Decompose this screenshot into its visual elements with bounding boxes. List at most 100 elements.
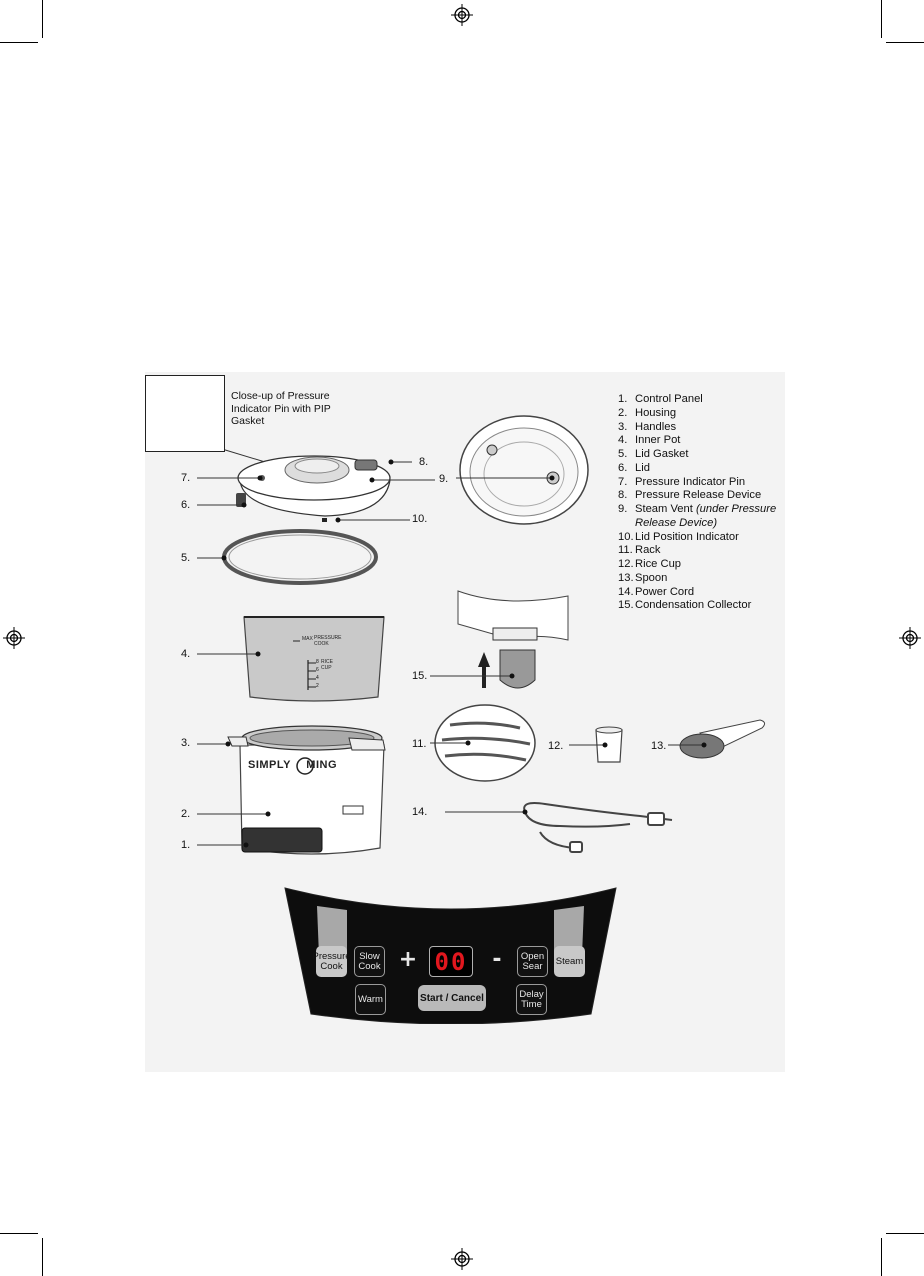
callout-1: 1.: [181, 839, 191, 851]
housing-icon: [227, 725, 386, 855]
pot-rice-cup-mark: RICE CUP: [321, 659, 333, 671]
callout-7: 7.: [181, 472, 191, 484]
callout-15: 15.: [412, 670, 428, 682]
legend-text: Lid Gasket: [635, 448, 689, 460]
lid-gasket-icon: [222, 529, 378, 585]
legend-item: 14.Power Cord: [618, 586, 788, 600]
callout-6: 6.: [181, 499, 191, 511]
callout-8: 8.: [419, 456, 429, 468]
legend-text: Inner Pot: [635, 434, 681, 447]
callout-2: 2.: [181, 808, 191, 820]
callout-11: 11.: [412, 738, 427, 750]
start-cancel-button[interactable]: Start / Cancel: [418, 985, 486, 1011]
lid-icon: [236, 455, 391, 522]
callout-14: 14.: [412, 806, 428, 818]
callout-12: 12.: [548, 740, 564, 752]
rack-icon: [434, 704, 536, 782]
crop-mark: [42, 0, 43, 38]
legend-num: 5.: [618, 448, 628, 460]
crop-mark: [881, 0, 882, 38]
legend-num: 8.: [618, 489, 628, 502]
legend-text: Handles: [635, 420, 677, 433]
legend-num: 4.: [618, 434, 628, 447]
legend-text: Rice Cup: [635, 558, 682, 570]
control-panel: Pressure Cook Slow Cook + 00 - Open Sear…: [283, 884, 618, 1024]
registration-mark-icon: [451, 4, 473, 26]
legend-item: 10.Lid Position Indicator: [618, 531, 788, 545]
legend-item: 3. Handles: [618, 421, 788, 435]
legend-item: 2. Housing: [618, 407, 788, 421]
legend-num: 15.: [618, 599, 634, 612]
callout-5: 5.: [181, 552, 191, 564]
legend-item: 5. Lid Gasket: [618, 448, 788, 462]
condensation-collector-icon: [457, 590, 569, 689]
legend-num: 1.: [618, 393, 628, 405]
legend-item: 8. Pressure Release Device: [618, 489, 788, 503]
callout-10: 10.: [412, 513, 428, 525]
legend-item: 9. Steam Vent (under Pressure: [618, 503, 788, 517]
pot-pressure-cook-mark: PRESSURE COOK: [314, 635, 342, 647]
legend-num: 14.: [618, 585, 634, 598]
registration-mark-icon: [899, 627, 921, 649]
crop-mark: [886, 1233, 924, 1234]
crop-mark: [881, 1238, 882, 1276]
legend-item: 6.Lid: [618, 462, 788, 476]
legend-text: Steam Vent: [635, 503, 693, 515]
legend-note: (under Pressure: [695, 503, 777, 515]
callout-3: 3.: [181, 737, 191, 749]
legend-num: 10.: [618, 530, 634, 543]
steam-button[interactable]: Steam: [554, 946, 585, 977]
legend-num: 3.: [618, 420, 628, 433]
legend-num: 11.: [618, 544, 633, 557]
crop-mark: [0, 42, 38, 43]
warm-button[interactable]: Warm: [355, 984, 386, 1015]
pot-max-mark: MAX: [302, 636, 313, 642]
pot-scale-4: 4: [316, 675, 319, 681]
crop-mark: [886, 42, 924, 43]
spoon-icon: [679, 719, 766, 759]
legend-note: Release Device): [635, 516, 718, 529]
legend-text: Power Cord: [635, 585, 695, 598]
legend-text: Condensation Collector: [635, 599, 752, 612]
legend-text: Rack: [635, 544, 661, 557]
time-display: 00: [429, 946, 473, 977]
legend-item: 15.Condensation Collector: [618, 599, 788, 613]
legend-text: Pressure Release Device: [635, 489, 762, 502]
power-cord-icon: [523, 802, 673, 853]
plus-button[interactable]: +: [398, 947, 418, 972]
closeup-caption: Close-up of Pressure Indicator Pin with …: [231, 390, 331, 427]
legend-num: 13.: [618, 571, 634, 584]
legend-item: 7. Pressure Indicator Pin: [618, 476, 788, 490]
legend-item: 11.Rack: [618, 544, 788, 558]
closeup-frame: [145, 375, 225, 452]
callout-13: 13.: [651, 740, 667, 752]
minus-button[interactable]: -: [492, 947, 502, 972]
brand-logo-text: SIMPLY MING: [248, 759, 338, 771]
callout-9: 9.: [439, 473, 449, 485]
callout-4: 4.: [181, 648, 191, 660]
pressure-cook-button[interactable]: Pressure Cook: [313, 946, 351, 977]
legend-num: 12.: [618, 558, 634, 570]
legend-item: 12.Rice Cup: [618, 558, 788, 572]
legend-item: 4. Inner Pot: [618, 434, 788, 448]
legend-text: Spoon: [635, 571, 668, 584]
registration-mark-icon: [451, 1248, 473, 1270]
lid-underside-icon: [459, 415, 589, 525]
legend-num: 9.: [618, 503, 628, 515]
registration-mark-icon: [3, 627, 25, 649]
slow-cook-button[interactable]: Slow Cook: [354, 946, 385, 977]
legend-text: Pressure Indicator Pin: [635, 475, 746, 488]
pot-scale-6: 6: [316, 667, 319, 673]
delay-time-button[interactable]: Delay Time: [516, 984, 547, 1015]
legend-num: 7.: [618, 475, 628, 488]
legend-text: Housing: [635, 406, 677, 419]
legend-item: 13.Spoon: [618, 572, 788, 586]
rice-cup-icon: [595, 726, 623, 763]
parts-legend: 1.Control Panel 2.Housing 3.Handles 4.In…: [618, 393, 788, 613]
legend-num: 2.: [618, 406, 628, 419]
inner-pot-icon: [243, 616, 385, 702]
legend-text: Lid: [635, 461, 650, 474]
crop-mark: [42, 1238, 43, 1276]
open-sear-button[interactable]: Open Sear: [517, 946, 548, 977]
